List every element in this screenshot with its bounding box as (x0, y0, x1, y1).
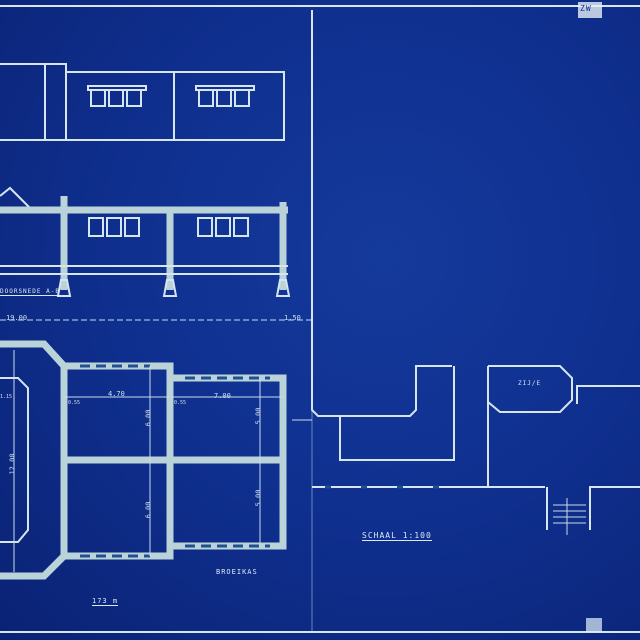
floor-plan-right (311, 10, 640, 535)
corner-stamp (578, 2, 602, 18)
dim-wall-2: 0.55 (174, 400, 187, 406)
area-label: 173 m (92, 597, 119, 606)
dim-overall-right: 1.50 (284, 314, 301, 322)
room-label-greenhouse: BROEIKAS (216, 568, 258, 576)
dim-height-left: 12.00 (8, 453, 17, 475)
dim-wall-1: 0.55 (68, 400, 81, 406)
dim-overall-left: 19.00 (6, 314, 28, 322)
dim-depth-1-top: 6.00 (144, 409, 153, 427)
section-label: DOORSNEDE A-B (0, 288, 60, 296)
scale-label: SCHAAL 1:100 (362, 531, 432, 541)
dim-span-2: 7.00 (214, 392, 231, 400)
room-label-side: ZIJ/E (518, 380, 542, 387)
corner-stamp-bottom (586, 618, 602, 632)
corner-mark: ZW (580, 4, 592, 13)
front-elevation (0, 63, 285, 141)
dim-depth-2-top: 5.00 (254, 407, 263, 425)
dim-depth-2-bottom: 5.00 (254, 489, 263, 507)
dim-depth-1-bottom: 6.00 (144, 501, 153, 519)
floor-plan-left (0, 340, 312, 580)
section-a-b (0, 186, 291, 297)
stairs (553, 498, 586, 535)
dim-small-left: 1.15 (0, 394, 13, 400)
dim-span-1: 4.70 (108, 390, 125, 398)
